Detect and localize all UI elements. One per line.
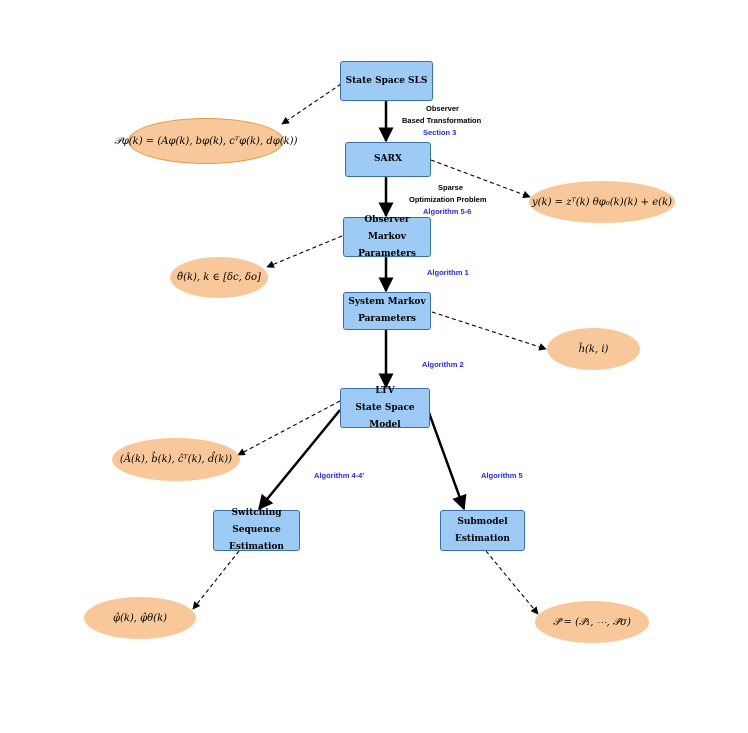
dashed-sls-to-params [281,83,342,125]
system-markov-line2: Parameters [358,314,416,324]
sls-parameters-formula: 𝒫φ(k) = (Aφ(k), bφ(k), cᵀφ(k), dφ(k)) [114,135,298,147]
algorithm-4-4-label: Algorithm 4-4' [314,471,365,480]
switching-sequence-line2: Estimation [229,542,284,552]
algorithm-5-6-label: Algorithm 5-6 [423,207,472,216]
dashed-submodel-to-p [485,550,539,615]
ltv-box: LTV State Space Model [340,386,430,430]
h-hat-formula: ĥ(k, i) [578,343,609,355]
theta-hat-oval: θ̂(k), k ∈ [δc, δo] [170,257,268,298]
observer-markov-box: Observer Markov Parameters [343,215,431,259]
dashed-system-to-h [431,311,547,351]
arrow-ltv-to-submodel [426,409,467,511]
switching-sequence-box: Switching Sequence Estimation [213,508,300,552]
submodel-estimation-box: Submodel Estimation [440,510,525,551]
sarx-equation-formula: y(k) = zᵀ(k) θφ₀(k)(k) + e(k) [531,196,673,208]
algorithm-1-label: Algorithm 1 [427,268,469,277]
algorithm-2-label: Algorithm 2 [422,360,464,369]
system-markov-line1: System Markov [348,297,426,307]
section-3-label: Section 3 [423,128,457,137]
state-space-sls-box: State Space SLS [340,61,433,101]
dashed-sarx-to-equation [430,159,531,199]
submodel-estimation-label: Submodel Estimation [455,516,510,544]
switching-sequence-line1: Switching Sequence [231,508,282,535]
sparse-optimization-label-line1: Sparse [438,183,464,192]
arrow-ltv-to-switching [258,409,341,511]
phi-hat-formula: φ̂(k), φ̂θ(k) [112,612,168,624]
ltv-line2: State Space Model [355,402,415,430]
dashed-observer-to-theta [266,235,343,268]
observer-markov-line1: Observer Markov [364,214,410,242]
ltv-parameters-oval: (Â(k), b̂(k), ĉᵀ(k), d̂(k)) [112,438,240,481]
state-space-sls-label: State Space SLS [345,75,428,86]
ltv-line1: LTV [375,385,395,396]
observer-transform-label-line1: Observer [426,104,459,113]
p-hat-oval: 𝒫̂ = (𝒫̂₁, ⋯, 𝒫̂σ) [535,601,649,643]
phi-hat-oval: φ̂(k), φ̂θ(k) [84,597,196,639]
sls-parameters-oval: 𝒫φ(k) = (Aφ(k), bφ(k), cᵀφ(k), dφ(k)) [115,118,297,164]
observer-transform-label-line2: Based Transformation [402,116,482,125]
dashed-switching-to-phi [192,550,240,610]
theta-hat-formula: θ̂(k), k ∈ [δc, δo] [177,272,261,283]
h-hat-oval: ĥ(k, i) [547,328,640,370]
observer-markov-line2: Parameters [358,248,416,259]
p-hat-formula: 𝒫̂ = (𝒫̂₁, ⋯, 𝒫̂σ) [553,616,631,628]
system-markov-box: System Markov Parameters [343,292,431,330]
sarx-label: SARX [374,154,402,164]
sparse-optimization-label-line2: Optimization Problem [409,195,487,204]
algorithm-5-label: Algorithm 5 [481,471,523,480]
sarx-equation-oval: y(k) = zᵀ(k) θφ₀(k)(k) + e(k) [529,181,675,223]
dashed-ltv-to-params [237,400,341,456]
sarx-box: SARX [345,142,431,177]
ltv-parameters-formula: (Â(k), b̂(k), ĉᵀ(k), d̂(k)) [119,454,233,465]
